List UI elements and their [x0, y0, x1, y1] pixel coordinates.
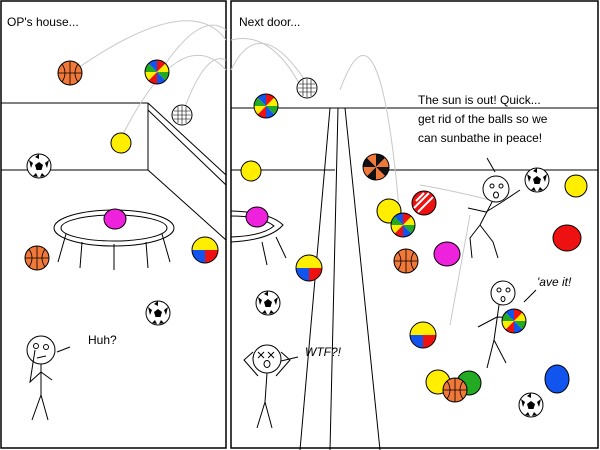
- op-stick-figure: [26, 335, 71, 421]
- balls-left: [24, 59, 219, 326]
- soccer-ball-icon: [524, 167, 550, 193]
- basketball-icon: [442, 377, 468, 403]
- speech-pointers: [486, 157, 537, 303]
- basketball-icon: [393, 248, 419, 274]
- speech-sun-line-3: can sunbathe in peace!: [418, 131, 542, 145]
- speech-ave-it: 'ave it!: [537, 275, 572, 289]
- right-panel: Next door... The sun is out! Quick... ge…: [230, 0, 599, 450]
- magenta-ball-icon: [245, 206, 269, 228]
- right-throw-arcs: [230, 38, 491, 326]
- left-room-lines: [1, 102, 227, 241]
- beach-ball-icon: [295, 254, 323, 282]
- yellow-ball-icon: [564, 174, 588, 198]
- left-caption: OP's house...: [7, 15, 79, 29]
- soccer-ball-icon: [26, 153, 52, 179]
- basketball-icon: [57, 60, 83, 86]
- balls-right: [240, 77, 588, 418]
- yellow-ball-icon: [240, 160, 262, 182]
- striped-ball-icon: [411, 190, 437, 216]
- golf-ball-icon: [296, 77, 318, 99]
- soccer-ball-icon: [145, 300, 171, 326]
- yellow-ball-icon: [110, 132, 132, 154]
- blue-ball-icon: [544, 364, 570, 394]
- right-panel-border: [230, 0, 599, 449]
- left-panel: Huh? OP's house...: [0, 0, 227, 449]
- golf-ball-icon: [171, 104, 193, 126]
- wtf-stick-figure: [243, 344, 299, 429]
- speech-sun-line-1: The sun is out! Quick...: [418, 93, 541, 107]
- left-panel-border: [0, 0, 227, 449]
- speech-huh: Huh?: [88, 333, 117, 347]
- basketball-icon: [24, 245, 50, 271]
- black-orange-ball-icon: [362, 153, 390, 181]
- beach-ball-icon: [390, 212, 416, 238]
- beach-ball-icon: [144, 59, 170, 85]
- beach-ball-icon: [191, 236, 219, 264]
- held-beach-ball-icon: [501, 308, 527, 334]
- beach-ball-icon: [253, 93, 279, 119]
- red-ball-icon: [552, 224, 582, 252]
- magenta-ball-icon: [433, 241, 461, 267]
- soccer-ball-icon: [255, 290, 281, 316]
- soccer-ball-icon: [518, 392, 544, 418]
- beach-ball-icon: [409, 321, 437, 349]
- neighbour-stick-figure: [467, 175, 521, 259]
- magenta-ball-icon: [103, 208, 127, 230]
- speech-sun-line-2: get rid of the balls so we: [418, 112, 548, 126]
- left-throw-arcs: [74, 20, 227, 141]
- speech-wtf: WTF?!: [305, 345, 342, 359]
- right-caption: Next door...: [239, 15, 300, 29]
- neighbour-2-stick-figure: [477, 280, 521, 369]
